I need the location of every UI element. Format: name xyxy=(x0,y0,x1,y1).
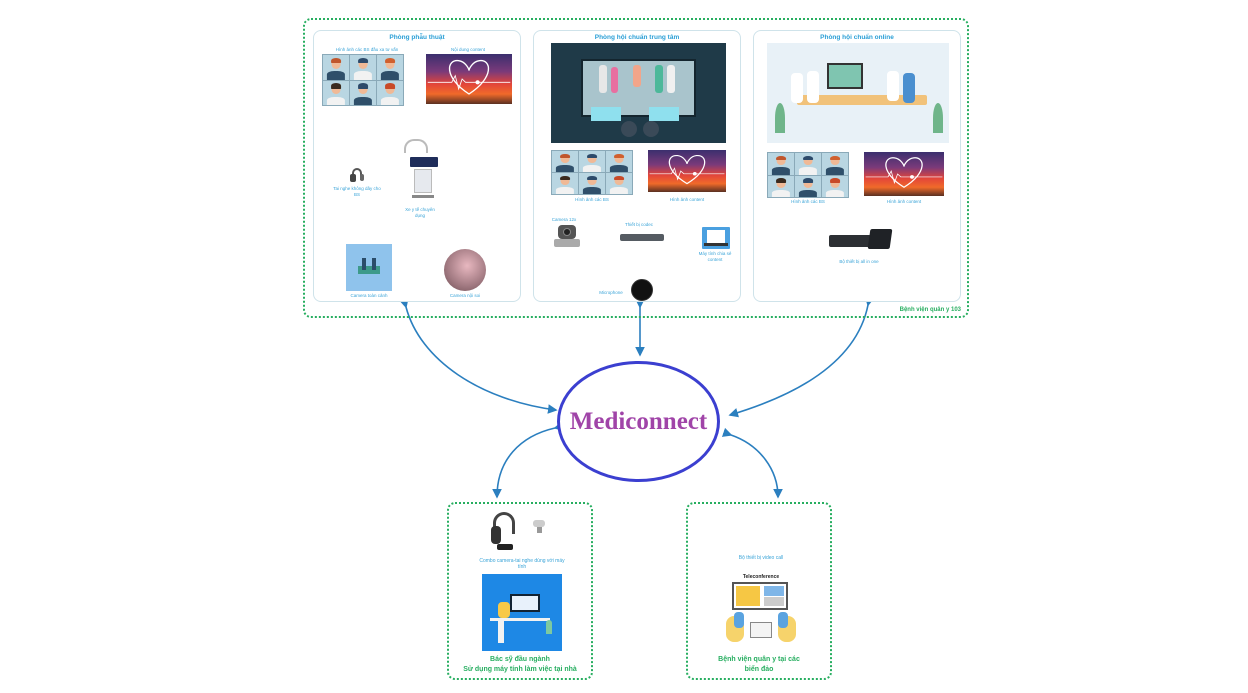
doctor-video-tile xyxy=(377,55,403,80)
site-title-line1: Bệnh viện quân y tại các xyxy=(718,656,800,663)
microphone-icon xyxy=(631,279,653,301)
label-camera-endo: Camera nội soi xyxy=(449,293,481,298)
heart-ecg-icon xyxy=(865,157,943,188)
laptop-icon xyxy=(702,227,730,249)
doctor-video-tile xyxy=(350,55,376,80)
room-title: Phòng hội chuẩn trung tâm xyxy=(594,34,680,41)
label-camera-room: Camera toàn cảnh xyxy=(350,293,388,298)
room-camera-image xyxy=(346,244,392,291)
room-central: Phòng hội chuẩn trung tâm Hình ảnh các B… xyxy=(533,30,741,302)
site-title-line2: Sử dụng máy tính làm việc tại nhà xyxy=(463,666,577,673)
label-device: Bộ thiết bị video call xyxy=(738,555,784,561)
doctor-video-tile xyxy=(579,173,605,194)
ptz-camera-icon xyxy=(554,225,580,249)
hub-label: Mediconnect xyxy=(569,407,708,435)
screen-title: Teleconference xyxy=(742,574,780,580)
meeting-people-image xyxy=(726,612,796,648)
hospital-label: Bệnh viện quân y 103 xyxy=(899,307,961,313)
heart-ecg-icon xyxy=(427,59,511,95)
label-doctors-grid: Hình ảnh các BS đầu xa tư vấn xyxy=(335,47,399,52)
command-center-image xyxy=(551,43,726,143)
doctor-video-tile xyxy=(377,80,403,105)
doctor-video-tile xyxy=(350,80,376,105)
content-heart-image xyxy=(426,54,512,104)
headset-icon xyxy=(350,168,364,182)
label-cart: Xe y tế chuyên dụng xyxy=(405,207,435,218)
codec-device-icon xyxy=(620,234,664,241)
doctor-video-tile xyxy=(768,175,794,197)
label-microphone: Microphone xyxy=(599,290,623,295)
room-online: Phòng hội chuẩn online Hình ảnh các BS H… xyxy=(753,30,961,302)
label-device: Combo camera-tai nghe dùng với máy tính xyxy=(479,558,565,571)
connector-home-hub xyxy=(492,421,564,499)
label-laptop: Máy tính chia sẻ content xyxy=(698,251,732,262)
doctor-video-tile xyxy=(552,151,578,172)
mediconnect-hub[interactable]: Mediconnect xyxy=(557,361,720,482)
site-home-doctor: Combo camera-tai nghe dùng với máy tính … xyxy=(447,502,593,680)
label-content: Nội dung content xyxy=(450,47,486,52)
connector-surgery-hub xyxy=(399,298,558,414)
label-doctors-grid: Hình ảnh các BS xyxy=(791,199,825,204)
doctor-video-tile xyxy=(552,173,578,194)
connector-online-hub xyxy=(728,296,875,418)
connector-island-hub xyxy=(721,427,783,499)
doctor-video-tile xyxy=(323,55,349,80)
site-title-line2: biển đảo xyxy=(744,666,774,673)
hospital-container: Phòng phẫu thuật Hình ảnh các BS đầu xa … xyxy=(303,18,969,318)
doctor-video-tile xyxy=(606,173,632,194)
home-work-image xyxy=(482,574,562,651)
doctor-video-tile xyxy=(822,175,848,197)
label-doctors-grid: Hình ảnh các BS xyxy=(575,197,609,202)
doctor-video-tile xyxy=(822,153,848,175)
doctor-video-tile xyxy=(768,153,794,175)
label-codec: Thiết bị codec xyxy=(624,222,653,227)
all-in-one-device-icon xyxy=(829,227,893,253)
webcam-icon xyxy=(533,520,547,534)
site-island-hospital: Bộ thiết bị video call Teleconference Bệ… xyxy=(686,502,832,680)
headset-webcam-icon xyxy=(491,512,519,552)
label-headset: Tai nghe không dây cho BS xyxy=(333,186,381,197)
online-meeting-image xyxy=(767,43,949,143)
medical-cart-icon xyxy=(400,139,440,207)
doctors-video-grid xyxy=(551,150,633,195)
label-camera: Camera 12x xyxy=(551,217,577,222)
doctors-video-grid xyxy=(322,54,404,106)
room-title: Phòng hội chuẩn online xyxy=(820,34,894,41)
doctor-video-tile xyxy=(323,80,349,105)
room-title: Phòng phẫu thuật xyxy=(389,34,445,41)
doctor-video-tile xyxy=(795,153,821,175)
doctor-video-tile xyxy=(606,151,632,172)
label-allinone: Bộ thiết bị all in one xyxy=(839,259,879,264)
site-title-line1: Bác sỹ đầu ngành xyxy=(490,656,550,663)
room-surgery: Phòng phẫu thuật Hình ảnh các BS đầu xa … xyxy=(313,30,521,302)
teleconference-screen xyxy=(732,582,788,610)
doctor-video-tile xyxy=(795,175,821,197)
label-content: Hình ảnh content xyxy=(886,199,922,204)
doctors-video-grid xyxy=(767,152,849,198)
content-heart-image xyxy=(648,150,726,192)
endoscope-camera-image xyxy=(444,249,486,291)
label-content: Hình ảnh content xyxy=(669,197,705,202)
doctor-video-tile xyxy=(579,151,605,172)
content-heart-image xyxy=(864,152,944,196)
heart-ecg-icon xyxy=(649,155,725,185)
